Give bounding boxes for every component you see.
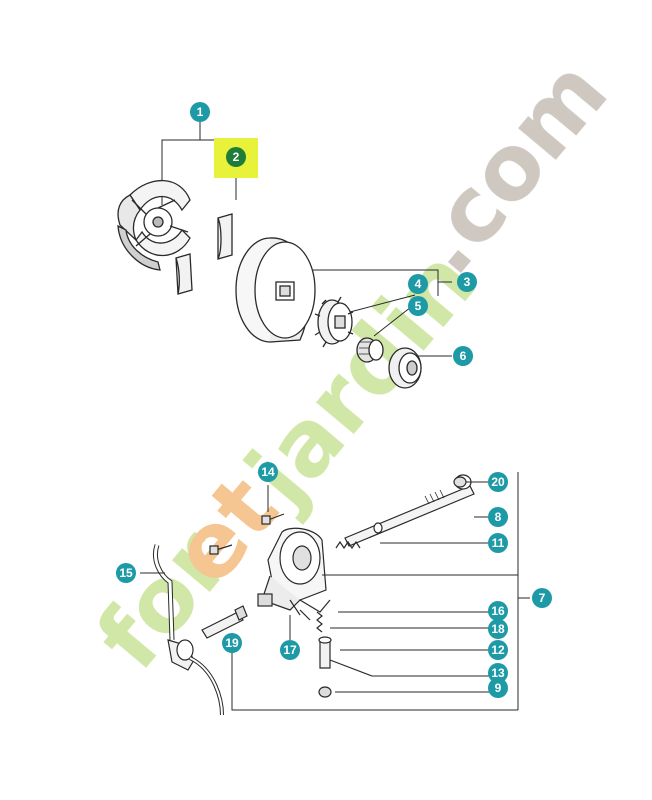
callout-11: 11: [488, 533, 508, 553]
callout-circle: [488, 640, 508, 660]
callout-label: 15: [119, 566, 133, 580]
callout-7: 7: [532, 588, 552, 608]
callout-17: 17: [280, 640, 300, 660]
callout-14: 14: [258, 462, 278, 482]
callout-12: 12: [488, 640, 508, 660]
callout-circle: [488, 619, 508, 639]
callout-label: 3: [464, 275, 471, 289]
callout-label: 9: [495, 681, 502, 695]
callout-8: 8: [488, 507, 508, 527]
callout-circle: [116, 563, 136, 583]
callout-label: 6: [460, 349, 467, 363]
oil-pump-assembly: [153, 474, 475, 716]
callout-circle: [488, 472, 508, 492]
callout-15: 15: [116, 563, 136, 583]
callout-circle: [457, 272, 477, 292]
callout-circle: [488, 533, 508, 553]
callout-3: 3: [457, 272, 477, 292]
callout-label: 20: [491, 475, 505, 489]
callout-13: 13: [488, 663, 508, 683]
callout-circle: [408, 296, 428, 316]
callout-circle: [280, 640, 300, 660]
callout-label: 5: [415, 299, 422, 313]
callout-1: 1: [190, 102, 210, 122]
callout-circle: [190, 102, 210, 122]
callout-label: 8: [495, 510, 502, 524]
callout-label: 7: [539, 591, 546, 605]
watermark-grey: .com: [391, 40, 628, 294]
callout-label: 16: [491, 604, 505, 618]
callout-label: 2: [233, 150, 240, 164]
callout-label: 17: [283, 643, 297, 657]
callout-circle: [226, 147, 246, 167]
callout-label: 19: [225, 636, 239, 650]
callout-label: 11: [492, 536, 505, 550]
callout-label: 13: [491, 666, 505, 680]
leader-lines-bottom: [140, 472, 530, 711]
callout-circle: [408, 274, 428, 294]
callout-16: 16: [488, 601, 508, 621]
callout-circle: [222, 633, 242, 653]
callout-19: 19: [222, 633, 242, 653]
callout-circle: [488, 678, 508, 698]
callout-label: 1: [197, 105, 204, 119]
callout-9: 9: [488, 678, 508, 698]
callout-circle: [488, 601, 508, 621]
callout-5: 5: [408, 296, 428, 316]
callout-circle: [488, 507, 508, 527]
callout-circle: [532, 588, 552, 608]
callout-label: 18: [491, 622, 505, 636]
leader-lines-top: [313, 269, 452, 357]
callout-label: 12: [491, 643, 505, 657]
clutch-assembly: [117, 122, 422, 389]
callout-label: 4: [415, 277, 422, 291]
callout-circle: [453, 346, 473, 366]
callout-circle: [258, 462, 278, 482]
callout-6: 6: [453, 346, 473, 366]
callout-18: 18: [488, 619, 508, 639]
callout-2: 2: [214, 138, 258, 178]
callout-4: 4: [408, 274, 428, 294]
callout-circle: [488, 663, 508, 683]
callout-label: 14: [261, 465, 275, 479]
callout-20: 20: [488, 472, 508, 492]
